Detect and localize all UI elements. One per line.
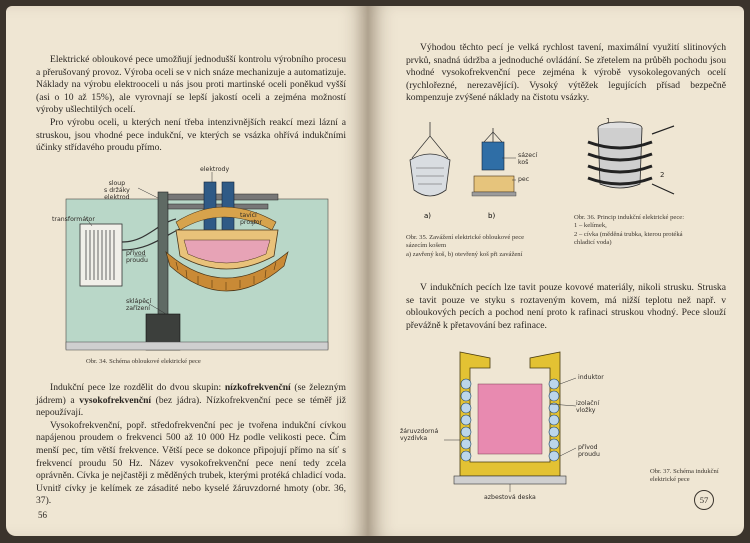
label-zaruvzdorna-vyzdivka: žáruvzdorná vyzdívka	[400, 428, 439, 443]
para3-lead: Indukční pece lze rozdělit do dvou skupi…	[50, 382, 225, 393]
fig35-label-b: b)	[488, 212, 495, 220]
figure-34-caption: Obr. 34. Schéma obloukové elektrické pec…	[86, 358, 201, 365]
term-nizkofrekvencni: nízkofrekvenční	[224, 382, 291, 393]
label-privod-proudu-37: přívod proudu	[578, 444, 600, 459]
left-paragraph-3: Indukční pece lze rozdělit do dvou skupi…	[36, 382, 346, 420]
figure-35-caption: Obr. 35. Zavážení elektrické obloukové p…	[406, 234, 525, 258]
right-middle-text: V indukčních pecích lze tavit pouze kovo…	[406, 282, 726, 332]
label-transformator: transformátor	[52, 216, 95, 223]
right-intro-text: Výhodou těchto pecí je velká rychlost ta…	[406, 42, 726, 105]
figure-36-induction-principle: 1 2 Obr. 36. Princip indukční elektrické…	[570, 114, 740, 264]
charging-basket-drawing: a) b)	[409, 122, 517, 220]
label-pec: pec	[518, 176, 530, 183]
label-sazeci-kos: sázecí koš	[518, 152, 538, 167]
left-intro-text: Elektrické obloukové pece umožňují jedno…	[36, 54, 346, 155]
left-lower-text: Indukční pece lze rozdělit do dvou skupi…	[36, 382, 346, 508]
label-induktor: induktor	[578, 374, 604, 381]
para3-tail: (bez jádra). Nízkofrekvenční pece se tém…	[36, 394, 346, 419]
label-izolacni-vlozky: izolační vložky	[576, 400, 600, 415]
induction-coil-drawing	[587, 121, 675, 195]
left-paragraph-1: Elektrické obloukové pece umožňují jedno…	[36, 54, 346, 116]
fig36-number-2: 2	[660, 171, 665, 179]
left-paragraph-2: Pro výrobu oceli, u kterých není třeba i…	[36, 116, 346, 154]
left-paragraph-4: Vysokofrekvenční, popř. středofrekvenční…	[36, 419, 346, 507]
label-privod-proudu: přívod proudu	[126, 250, 148, 265]
induction-furnace-drawing	[444, 351, 577, 492]
left-page: Elektrické obloukové pece umožňují jedno…	[6, 6, 368, 536]
figure-37-induction-furnace: induktor izolační vložky žáruvzdorná vyz…	[400, 344, 730, 504]
para3-mid: (se železným jádrem) a	[36, 382, 346, 406]
fig35-label-a: a)	[424, 212, 431, 220]
label-sloup: sloup s držáky elektrod	[104, 180, 130, 202]
page-number-right: 57	[694, 490, 714, 510]
label-taveci-prostor: tavicí prostor	[240, 212, 263, 227]
right-page: Výhodou těchto pecí je velká rychlost ta…	[368, 6, 744, 536]
label-elektrody: elektrody	[200, 166, 230, 173]
label-sklapeci-zarizeni: sklápěcí zařízení	[126, 298, 152, 313]
figure-35-charging-basket: a) b) sázecí koš pec Obr. 35. Zavážení e…	[402, 118, 582, 278]
right-paragraph-1: Výhodou těchto pecí je velká rychlost ta…	[406, 42, 726, 104]
figure-37-caption: Obr. 37. Schéma indukční elektrické pece	[650, 468, 719, 484]
right-paragraph-2: V indukčních pecích lze tavit pouze kovo…	[406, 282, 726, 331]
term-vysokofrekvencni: vysokofrekvenční	[79, 394, 152, 406]
fig36-number-1: 1	[606, 117, 611, 125]
figure-36-caption: Obr. 36. Princip indukční elektrické pec…	[574, 214, 685, 247]
label-azbestova-deska: azbestová deska	[484, 494, 536, 501]
figure-34-arc-furnace: elektrody sloup s držáky elektrod transf…	[26, 164, 356, 365]
arc-furnace-drawing	[65, 172, 329, 351]
page-number-left: 56	[38, 510, 47, 520]
